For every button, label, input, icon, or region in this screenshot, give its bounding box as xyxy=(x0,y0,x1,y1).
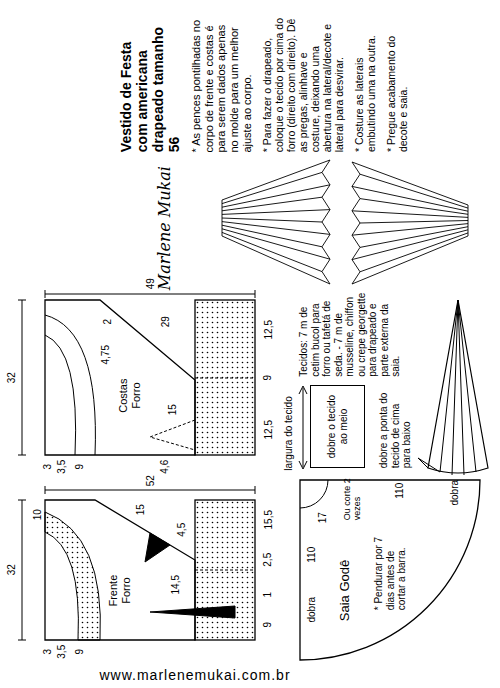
dimension: 32 xyxy=(5,564,17,575)
dimension: 3,5 xyxy=(56,645,68,659)
dimension: 49 xyxy=(144,278,156,289)
fabric-width: largura do tecido xyxy=(283,385,295,471)
dimension: 3 xyxy=(42,649,54,655)
note-text: * As pences pontilhadas no corpo de fren… xyxy=(190,12,253,152)
dimension: 2 xyxy=(102,319,114,325)
dimension: 9 xyxy=(262,375,274,381)
website: www.marlenemukai.com.br xyxy=(100,667,291,683)
dimension: 29 xyxy=(159,316,171,327)
piece-name: Costas Forro xyxy=(117,373,142,417)
dimension: 15 xyxy=(166,404,178,415)
instruction-text: * Para fazer o drapeado, coloque o tecid… xyxy=(261,12,345,152)
dimension: 15 xyxy=(134,504,146,515)
dimension: 32 xyxy=(5,372,17,383)
fabric-note: Tecidos: 7 m de cetim bucol para forro o… xyxy=(298,289,402,377)
signature: Marlene Mukai xyxy=(156,166,174,290)
piece-name: Frente Forro xyxy=(107,568,132,612)
fold-note: dobre a ponta do tecido de cima para bai… xyxy=(378,388,413,468)
dimension: 14,5 xyxy=(169,575,181,594)
dimension: 17 xyxy=(316,512,328,523)
dimension: 110 xyxy=(306,547,318,563)
dimension: 4,5 xyxy=(176,523,188,537)
dimension: 3,5 xyxy=(56,460,68,474)
dimension: 12,5 xyxy=(262,320,274,339)
dimension: 3 xyxy=(42,464,54,470)
dimension: 9 xyxy=(74,464,86,470)
title: Vestido de Festa com americana drapeado … xyxy=(118,12,182,152)
dimension: 15,5 xyxy=(262,510,274,529)
fold-label: dobra xyxy=(449,480,461,506)
folded-fabric: dobre o tecido ao meio xyxy=(310,385,365,468)
dimension: 1 xyxy=(262,592,274,598)
dimension: 2,5 xyxy=(262,553,274,567)
fold-label: dobra xyxy=(306,597,318,623)
note-text: * Pendurar por 7 dias antes de cortar a … xyxy=(373,530,408,610)
dimension: 10 xyxy=(31,509,43,520)
cut-note: Ou corte 2 vezes xyxy=(342,476,363,520)
dimension: 4,6 xyxy=(159,460,171,474)
dimension: 52 xyxy=(144,475,156,486)
dimension: 9 xyxy=(74,649,86,655)
dimension: 12,5 xyxy=(262,420,274,439)
dimension: 9 xyxy=(262,622,274,628)
node-text: dobre o tecido ao meio xyxy=(326,390,349,463)
instruction-text: * Pregue acabamento do decote e saia. xyxy=(385,12,409,152)
dimension: 110 xyxy=(394,483,406,499)
piece-name: Saia Godê xyxy=(338,559,353,620)
dimension: 4,75 xyxy=(99,345,111,364)
instruction-text: * Costure as laterais embutindo uma na o… xyxy=(353,12,377,152)
